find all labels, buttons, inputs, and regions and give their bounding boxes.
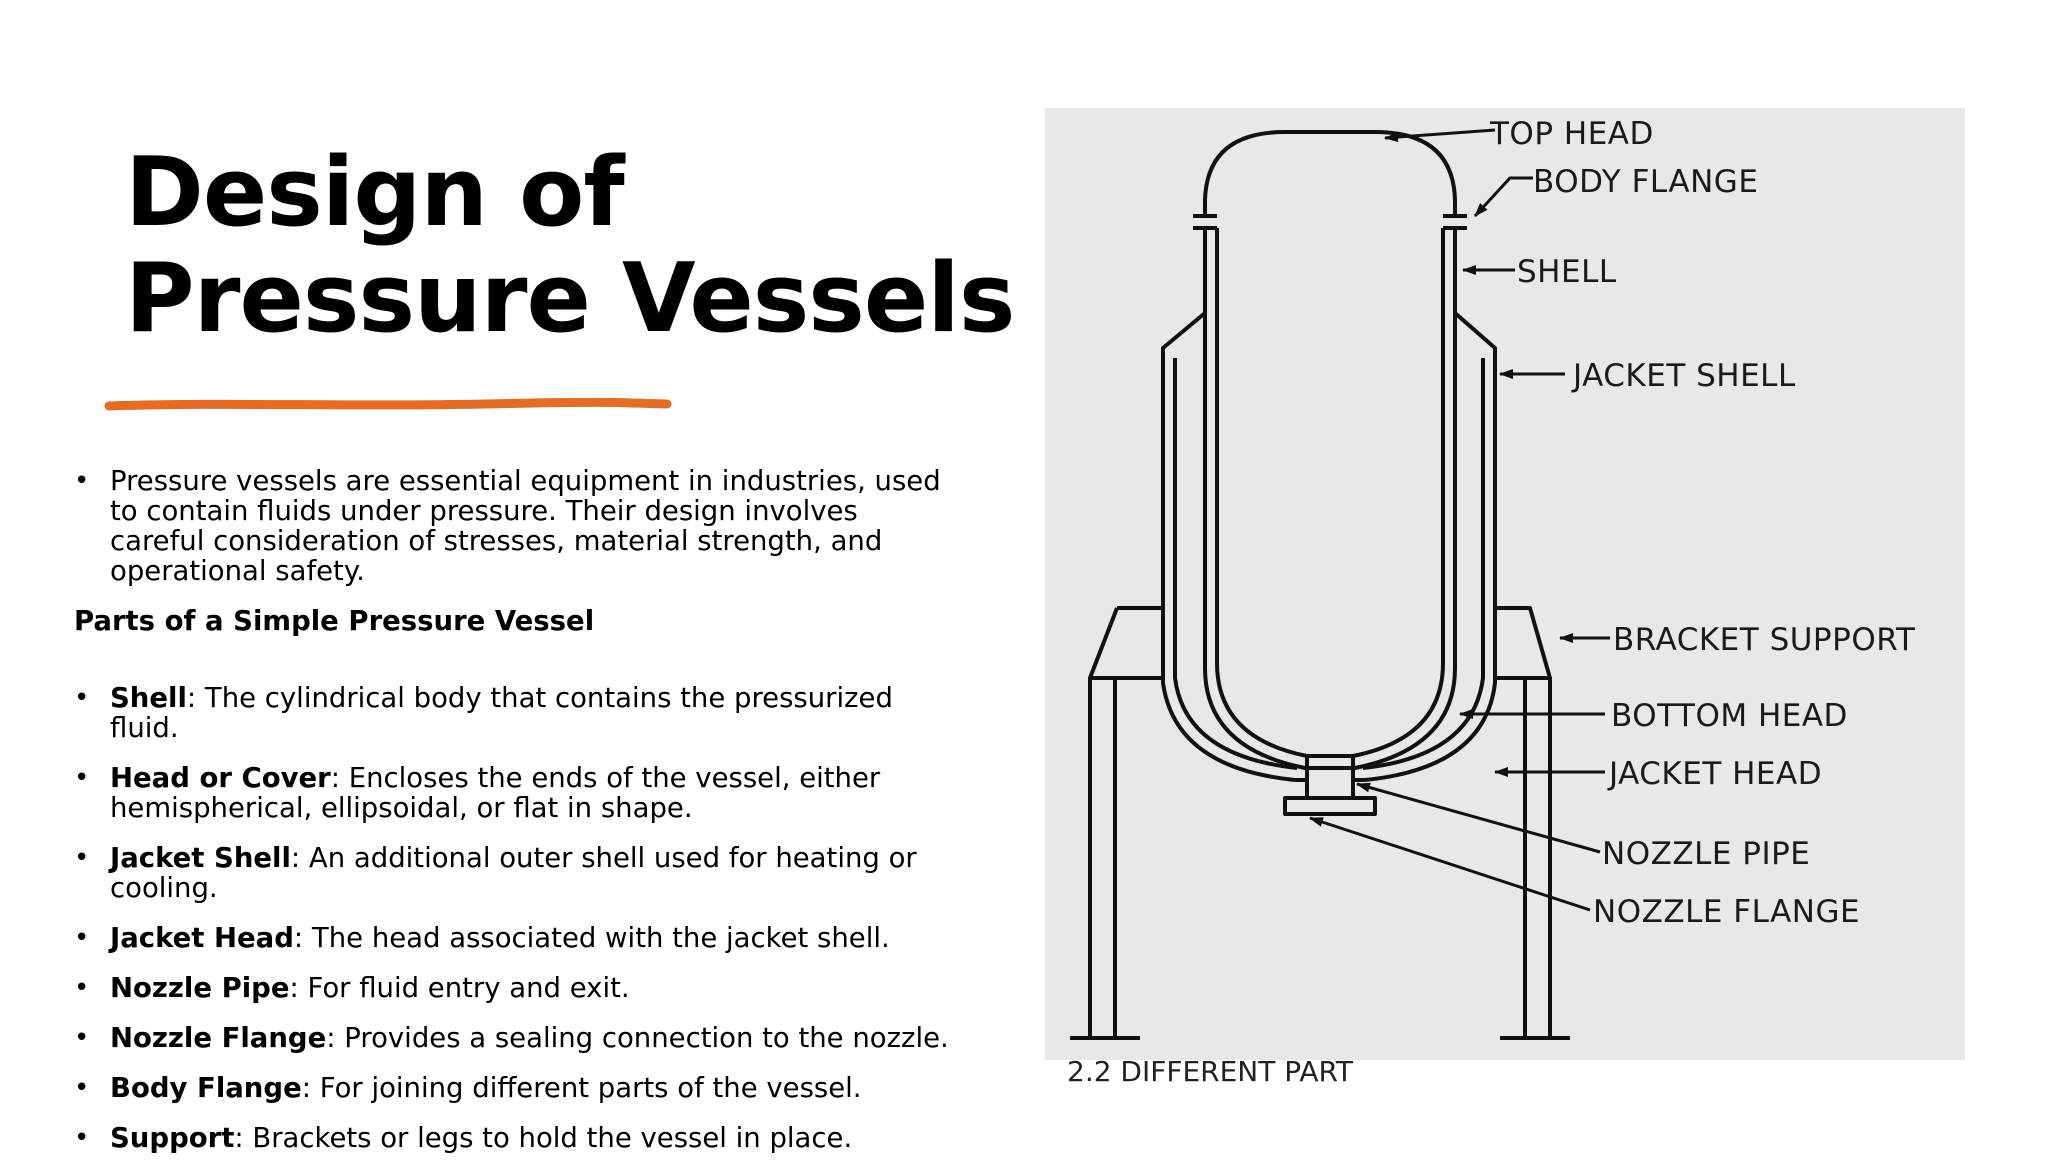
label-bottom-head: BOTTOM HEAD [1611, 698, 1848, 734]
diagram-caption-cropped: 2.2 DIFFERENT PART [1067, 1055, 1354, 1088]
label-nozzle-pipe: NOZZLE PIPE [1602, 836, 1810, 872]
vessel-outline [1070, 130, 1570, 1040]
part-desc: : The head associated with the jacket sh… [293, 922, 890, 954]
bracket-left [1070, 606, 1163, 1040]
list-item: • Nozzle Flange: Provides a sealing conne… [74, 1023, 954, 1053]
part-term: Jacket Head [110, 922, 294, 954]
nozzle-flange-shape [1283, 796, 1377, 816]
title-accent-underline [104, 397, 672, 411]
part-term: Body Flange [110, 1072, 302, 1104]
bullet: • [74, 1023, 90, 1053]
body-flange-shape [1193, 214, 1467, 230]
leader-lines [1309, 128, 1610, 912]
parts-heading: Parts of a Simple Pressure Vessel [74, 605, 595, 637]
list-item: • Head or Cover: Encloses the ends of th… [74, 763, 954, 823]
accent-stroke [104, 397, 672, 411]
leader-body-flange [1473, 176, 1533, 218]
pressure-vessel-diagram: TOP HEAD BODY FLANGE SHELL JACKET SHELL … [1045, 108, 1965, 1086]
part-term: Nozzle Pipe [110, 972, 290, 1004]
jacket-shell-inner [1173, 358, 1485, 770]
list-item: • Jacket Shell: An additional outer shell… [74, 843, 954, 903]
part-desc: : Provides a sealing connection to the n… [326, 1022, 949, 1054]
bullet: • [74, 1073, 90, 1103]
part-term: Jacket Shell [110, 842, 291, 874]
part-term: Head or Cover [110, 762, 331, 794]
title-line-1: Design of [125, 138, 625, 248]
slide-title: Design of Pressure Vessels [125, 138, 1015, 354]
intro-paragraph: • Pressure vessels are essential equipme… [74, 466, 954, 586]
shell-shape [1203, 228, 1457, 770]
bullet: • [74, 763, 90, 793]
leader-nozzle-pipe [1356, 782, 1601, 854]
leader-top-head [1384, 128, 1496, 143]
list-item: • Shell: The cylindrical body that contai… [74, 683, 954, 743]
bullet: • [74, 923, 90, 953]
intro-text: Pressure vessels are essential equipment… [110, 465, 941, 587]
part-desc: : The cylindrical body that contains the… [110, 682, 893, 744]
title-line-2: Pressure Vessels [125, 244, 1015, 354]
bullet: • [74, 683, 90, 713]
bullet: • [74, 1123, 90, 1153]
bullet: • [74, 466, 90, 496]
part-desc: : Encloses the ends of the vessel, eithe… [110, 762, 881, 824]
label-shell: SHELL [1517, 254, 1617, 290]
part-desc: : For joining different parts of the ves… [301, 1072, 862, 1104]
label-body-flange: BODY FLANGE [1533, 164, 1758, 200]
list-item: • Nozzle Pipe: For fluid entry and exit. [74, 973, 954, 1003]
list-item: • Jacket Head: The head associated with t… [74, 923, 954, 953]
list-item: • Body Flange: For joining different part… [74, 1073, 954, 1103]
part-desc: : An additional outer shell used for hea… [110, 842, 917, 904]
shell-inner [1215, 228, 1445, 758]
part-desc: : Brackets or legs to hold the vessel in… [234, 1122, 853, 1154]
leader-nozzle-flange [1309, 816, 1591, 912]
list-item: • Support: Brackets or legs to hold the … [74, 1123, 954, 1153]
label-bracket-support: BRACKET SUPPORT [1613, 622, 1916, 658]
parts-list: • Shell: The cylindrical body that contai… [74, 683, 954, 1153]
bullet: • [74, 843, 90, 873]
nozzle-pipe-shape [1295, 756, 1365, 798]
bullet: • [74, 973, 90, 1003]
part-term: Support [110, 1122, 235, 1154]
label-nozzle-flange: NOZZLE FLANGE [1593, 894, 1860, 930]
bracket-right [1495, 606, 1570, 1040]
part-term: Shell [110, 682, 187, 714]
label-top-head: TOP HEAD [1489, 116, 1654, 152]
label-jacket-head: JACKET HEAD [1607, 756, 1822, 792]
diagram-labels: TOP HEAD BODY FLANGE SHELL JACKET SHELL … [1489, 116, 1916, 930]
jacket-shell-shape [1161, 311, 1497, 782]
label-jacket-shell: JACKET SHELL [1571, 358, 1796, 394]
part-desc: : For fluid entry and exit. [289, 972, 630, 1004]
vessel-drawing: TOP HEAD BODY FLANGE SHELL JACKET SHELL … [1070, 116, 1916, 1040]
slide-body: • Pressure vessels are essential equipme… [74, 466, 954, 1173]
part-term: Nozzle Flange [110, 1022, 327, 1054]
top-head-shape [1203, 130, 1457, 216]
